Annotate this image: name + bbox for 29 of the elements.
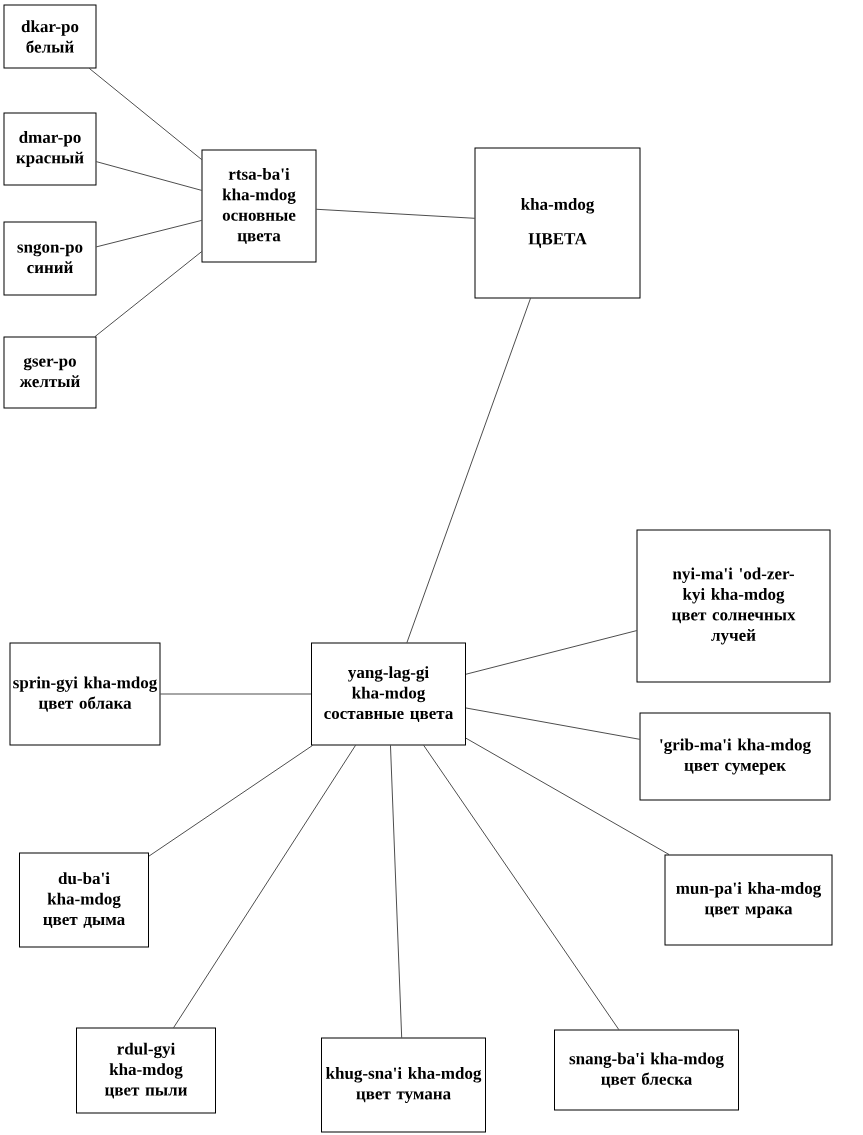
connector-line <box>465 630 637 675</box>
text-box: mun-pa'i kha-mdog цвет мрака <box>664 854 833 946</box>
text-box: nyi-ma'i 'od-zer-kyi kha-mdog цвет солнечных лучей <box>636 529 831 683</box>
connector-line <box>160 693 312 695</box>
text-box: sngon-po синий <box>3 221 97 296</box>
text-box: snang-ba'i kha-mdog цвет блеска <box>554 1029 739 1111</box>
text-box: gser-po желтый <box>3 336 97 409</box>
text-box: du-ba'i kha-mdog цвет дыма <box>19 852 149 948</box>
connector-line <box>316 208 475 219</box>
text-box: dkar-po белый <box>3 4 97 69</box>
text-box: rtsa-ba'i kha-mdog основные цвета <box>201 149 317 263</box>
text-box: kha-mdog ЦВЕТА <box>474 147 641 299</box>
connector-line <box>148 745 313 857</box>
text-box: rdul-gyi kha-mdog цвет пыли <box>76 1027 216 1114</box>
connector-line <box>96 161 202 191</box>
connector-line <box>173 745 356 1028</box>
text-box: dmar-po красный <box>3 112 97 186</box>
text-box: 'grib-ma'i kha-mdog цвет сумерек <box>639 712 831 801</box>
text-box: khug-sna'i kha-mdog цвет тумана <box>321 1037 486 1133</box>
connector-line <box>89 68 202 160</box>
connector-line <box>94 251 202 337</box>
connector-line <box>465 707 640 740</box>
connector-line <box>406 298 531 643</box>
connector-line <box>423 745 620 1030</box>
connector-line <box>390 745 403 1038</box>
text-box: sprin-gyi kha-mdog цвет облака <box>9 642 161 746</box>
text-box: yang-lag-gi kha-mdog составные цвета <box>311 642 466 746</box>
connector-line <box>465 737 670 855</box>
connector-line <box>96 220 202 248</box>
